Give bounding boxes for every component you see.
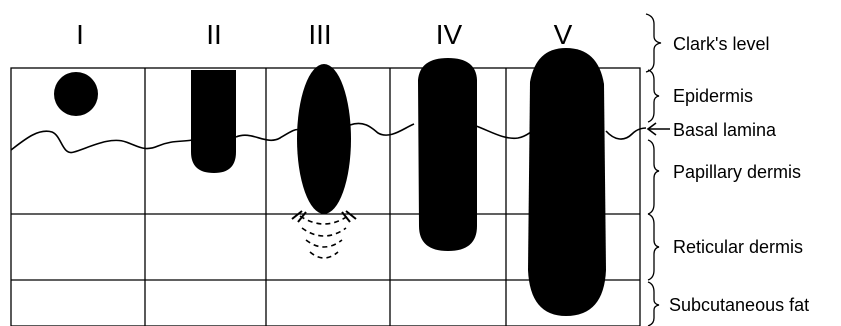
level-numeral-v: V: [554, 19, 573, 50]
brace-reticular-dermis: [647, 213, 660, 281]
brace-epidermis: [647, 69, 660, 123]
level-numeral-iii: III: [308, 19, 331, 50]
level-numeral-i: I: [76, 19, 84, 50]
brace-papillary-dermis: [647, 139, 660, 215]
label-basal-lamina: Basal lamina: [673, 120, 777, 140]
level-numeral-iv: IV: [436, 19, 463, 50]
tumor-level-ii: [191, 70, 236, 173]
braces: [645, 13, 662, 326]
label-clarks-level: Clark's level: [673, 34, 769, 54]
tumor-level-iii-claws: [291, 210, 357, 223]
tumor-level-v: [528, 48, 606, 316]
basal-lamina-arrow: [646, 122, 670, 136]
tumor-level-i: [54, 72, 98, 116]
brace-clarks-level: [645, 13, 662, 73]
basal-lamina-line: [10, 122, 647, 154]
tumor-level-iii-spread: [299, 215, 349, 259]
label-reticular-dermis: Reticular dermis: [673, 237, 803, 257]
brace-subcutaneous-fat: [647, 281, 660, 326]
level-numeral-ii: II: [206, 19, 222, 50]
tumor-level-iv: [418, 58, 477, 251]
label-subcutaneous-fat: Subcutaneous fat: [669, 295, 809, 315]
label-epidermis: Epidermis: [673, 86, 753, 106]
tumor-level-iii: [297, 64, 351, 214]
label-papillary-dermis: Papillary dermis: [673, 162, 801, 182]
